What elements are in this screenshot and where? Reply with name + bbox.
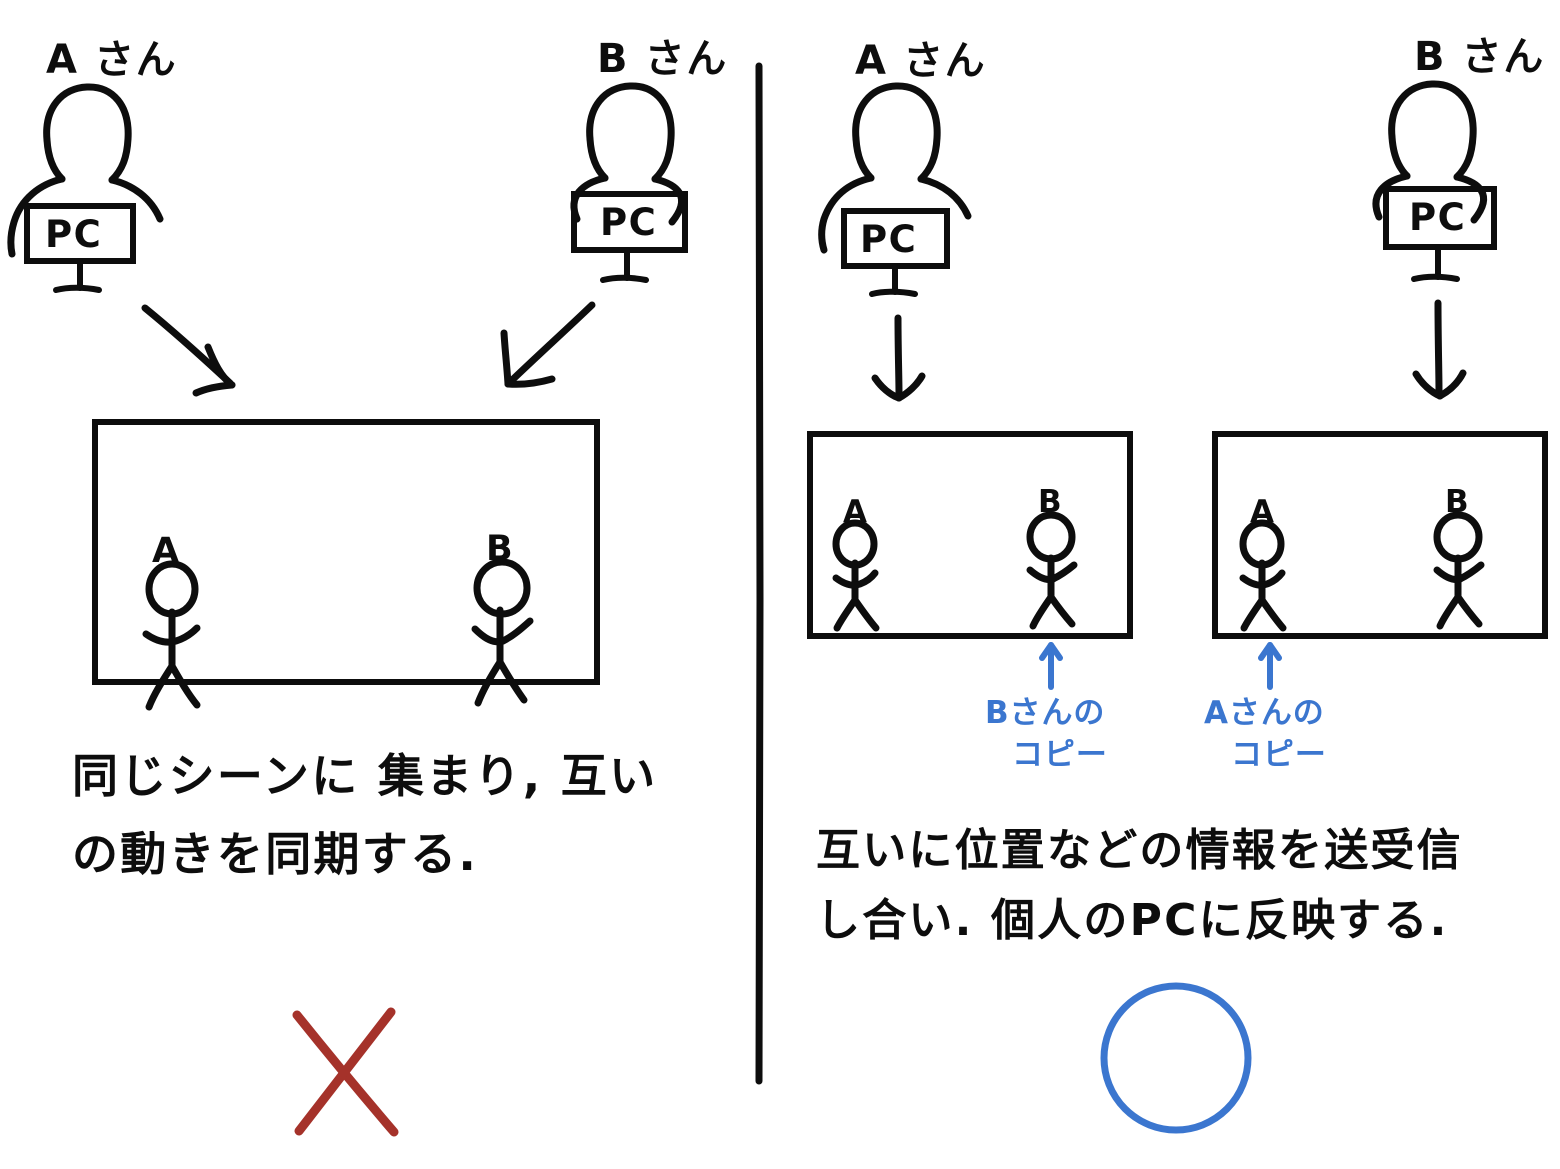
right-arrow-a-down xyxy=(871,314,926,402)
left-person-b-pc-label: PC xyxy=(600,201,658,244)
right-arrow-b-down xyxy=(1412,299,1467,400)
right-note-a-copy-line-1: Aさんの xyxy=(1204,695,1325,731)
right-verdict-circle-mark xyxy=(1100,982,1252,1134)
left-arrow-from-a xyxy=(141,304,236,397)
left-person-a-avatar xyxy=(7,83,164,258)
right-person-b-pc-label: PC xyxy=(1409,196,1467,239)
right-person-a-avatar xyxy=(818,82,972,254)
right-scene-box-b-figure-a xyxy=(1239,519,1287,632)
right-note-arrow-a-copy xyxy=(1258,642,1282,690)
right-person-b-label: B さん xyxy=(1414,34,1545,80)
right-scene-box-a xyxy=(807,431,1133,639)
left-person-a-monitor xyxy=(24,203,136,293)
left-person-b-label: B さん xyxy=(597,36,728,82)
left-verdict-x-mark xyxy=(292,1007,399,1137)
right-scene-box-a-figure-b-letter: B xyxy=(1038,484,1063,520)
right-scene-box-a-figure-a xyxy=(832,519,880,632)
left-person-a-label: A さん xyxy=(46,37,178,83)
right-person-a-monitor xyxy=(841,208,950,297)
right-scene-box-b-figure-b-letter: B xyxy=(1445,484,1470,520)
right-scene-box-a-figure-b xyxy=(1026,511,1078,630)
left-scene-figure-b xyxy=(471,558,534,707)
right-person-b-monitor xyxy=(1383,186,1497,282)
right-note-a-copy-line-2: コピー xyxy=(1231,737,1327,773)
right-scene-box-b-figure-b xyxy=(1433,511,1485,630)
left-caption-line-1: 同じシーンに 集まり, 互い xyxy=(72,749,658,803)
left-person-a-pc-label: PC xyxy=(45,213,103,256)
right-caption-line-2: し合い. 個人のPCに反映する. xyxy=(816,895,1449,946)
left-scene-figure-a-letter: A xyxy=(152,531,181,571)
right-scene-box-b xyxy=(1212,431,1548,639)
right-scene-box-a-figure-a-letter: A xyxy=(843,494,869,530)
left-shared-scene-box xyxy=(92,419,600,685)
left-scene-figure-a xyxy=(142,560,201,711)
left-scene-figure-b-letter: B xyxy=(486,529,515,569)
left-arrow-from-b xyxy=(500,301,596,388)
left-person-b-monitor xyxy=(571,191,688,283)
right-note-b-copy-line-1: Bさんの xyxy=(985,695,1106,731)
right-scene-box-b-figure-a-letter: A xyxy=(1250,494,1276,530)
right-person-a-label: A さん xyxy=(855,38,987,84)
right-person-a-pc-label: PC xyxy=(860,218,918,261)
right-note-arrow-b-copy xyxy=(1039,642,1063,690)
right-note-b-copy-line-2: コピー xyxy=(1012,737,1108,773)
vertical-divider xyxy=(755,62,764,1085)
right-caption-line-1: 互いに位置などの情報を送受信 xyxy=(816,825,1463,876)
left-caption-line-2: の動きを同期する. xyxy=(72,827,479,881)
